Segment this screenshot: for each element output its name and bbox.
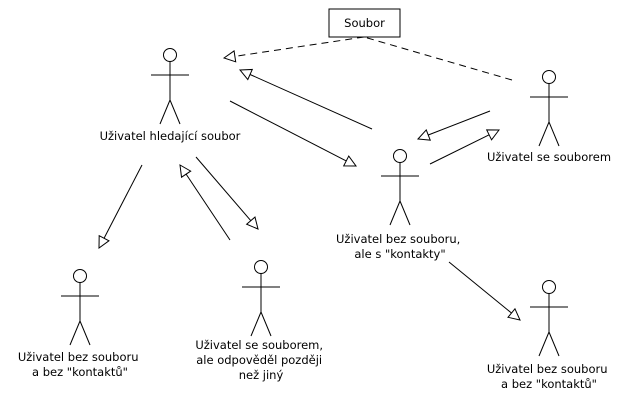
file-box-label: Soubor: [344, 16, 385, 30]
arrow: [416, 110, 491, 141]
arrow: [195, 156, 259, 230]
stick-figure-icon: [530, 280, 568, 357]
actor-label-line: Uživatel bez souboru,: [336, 232, 460, 246]
actor-label-line: ale odpověděl později: [196, 353, 322, 367]
arrow: [222, 36, 365, 63]
stick-figure-icon: [61, 269, 99, 346]
arrow: [179, 164, 231, 241]
actor-label-line: Uživatel bez souboru: [18, 350, 139, 364]
dashed-link: [363, 36, 513, 81]
actor-label-line: než jiný: [239, 368, 284, 382]
actor-no-contacts-right: Uživatel bez souboru a bez "kontaktů": [487, 280, 611, 391]
arrow: [448, 261, 521, 321]
stick-figure-icon: [242, 260, 280, 337]
actor-label: Uživatel se souborem: [487, 150, 611, 164]
file-box-rect: [328, 8, 401, 38]
arrows: [98, 36, 521, 321]
actor-label-line: Uživatel se souborem: [487, 150, 611, 164]
actor-no-contacts-left: Uživatel bez souboru a bez "kontaktů": [18, 269, 142, 379]
actor-label: Uživatel bez souboru a bez "kontaktů": [18, 350, 142, 379]
stick-figure-icon: [381, 149, 419, 226]
actor-label: Uživatel hledající soubor: [100, 129, 241, 143]
arrow: [229, 100, 357, 167]
file-box: Soubor: [328, 8, 401, 38]
actor-label-line: Uživatel se souborem,: [195, 338, 323, 352]
actor-label-line: Uživatel hledající soubor: [100, 129, 241, 143]
actor-searcher: Uživatel hledající soubor: [100, 48, 241, 143]
actor-label: Uživatel bez souboru a bez "kontaktů": [487, 362, 611, 391]
actor-holder: Uživatel se souborem: [487, 70, 611, 164]
actor-label-line: a bez "kontaktů": [32, 365, 128, 379]
arrow: [238, 68, 373, 130]
actor-label: Uživatel bez souboru, ale s "kontakty": [336, 232, 464, 261]
actor-label-line: Uživatel bez souboru: [487, 362, 608, 376]
stick-figure-icon: [151, 48, 189, 125]
arrow: [98, 164, 143, 249]
stick-figure-icon: [530, 70, 568, 147]
actor-label: Uživatel se souborem, ale odpověděl pozd…: [195, 338, 326, 382]
actor-middle: Uživatel bez souboru, ale s "kontakty": [336, 149, 464, 261]
actor-label-line: ale s "kontakty": [354, 247, 445, 261]
arrow: [429, 129, 501, 165]
actor-late-holder: Uživatel se souborem, ale odpověděl pozd…: [195, 260, 326, 382]
actor-label-line: a bez "kontaktů": [501, 377, 597, 391]
